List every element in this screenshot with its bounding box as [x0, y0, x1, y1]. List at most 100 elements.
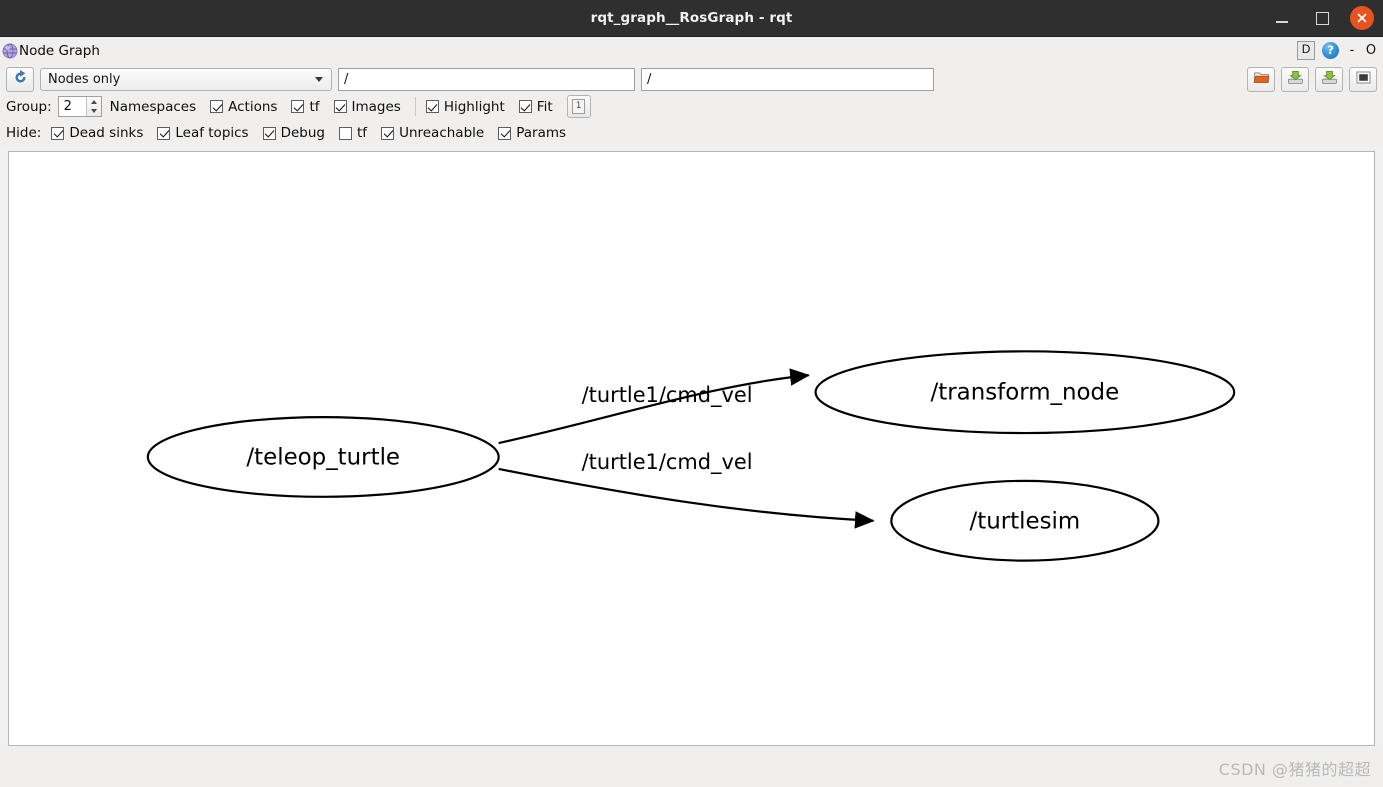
checkbox-params-label: Params — [516, 125, 567, 141]
close-icon — [1350, 6, 1374, 30]
node-transform-node-shape[interactable] — [814, 350, 1236, 435]
graph-canvas[interactable]: /turtle1/cmd_vel /turtle1/cmd_vel /teleo… — [8, 151, 1375, 746]
globe-icon — [2, 43, 18, 59]
dock-title: Node Graph — [19, 42, 100, 59]
checkbox-dead-sinks-label: Dead sinks — [69, 125, 144, 141]
node-turtlesim[interactable]: /turtlesim — [890, 479, 1160, 562]
node-filter-value: / — [647, 71, 652, 87]
checkbox-hide-tf[interactable]: tf — [339, 125, 367, 141]
checkbox-unreachable-box[interactable] — [381, 126, 395, 140]
checkbox-fit-label: Fit — [536, 98, 553, 115]
checkbox-actions[interactable]: Actions — [210, 99, 277, 115]
group-namespace-spinbox[interactable]: 2 — [57, 96, 102, 117]
checkbox-unreachable-label: Unreachable — [399, 125, 485, 141]
save-image-button[interactable] — [1349, 66, 1377, 92]
checkbox-tf-label: tf — [309, 98, 320, 115]
maximize-icon — [1315, 11, 1329, 25]
dock-settings-button[interactable]: D — [1297, 41, 1315, 60]
graph-edges — [498, 368, 875, 529]
checkbox-images[interactable]: Images — [333, 98, 401, 115]
checkbox-debug[interactable]: Debug — [262, 125, 326, 141]
refresh-button[interactable] — [6, 66, 34, 92]
graph-type-combo[interactable]: Nodes only — [40, 67, 332, 91]
group-value: 2 — [63, 99, 72, 114]
save-as-svg-button[interactable] — [1315, 66, 1343, 92]
checkbox-hide-tf-box[interactable] — [339, 126, 353, 140]
checkbox-highlight[interactable]: Highlight — [425, 98, 505, 115]
checkbox-dead-sinks-box[interactable] — [51, 126, 65, 140]
folder-icon — [1253, 70, 1270, 89]
maximize-button[interactable] — [1309, 5, 1335, 31]
checkbox-leaf-topics[interactable]: Leaf topics — [157, 125, 249, 141]
dock-float-button[interactable]: - — [1349, 43, 1355, 58]
save-disk-icon — [1287, 70, 1304, 89]
checkbox-debug-box[interactable] — [262, 126, 276, 140]
checkbox-images-box[interactable] — [333, 100, 347, 113]
node-teleop-turtle-label: /teleop_turtle — [246, 444, 400, 470]
dock-widget-header: Node Graph D ? - O — [0, 37, 1383, 64]
load-dot-button[interactable] — [1247, 66, 1275, 92]
group-options-row: Group: 2 Namespaces Actions tf Images Hi… — [0, 94, 1383, 119]
graph-toolbar: Nodes only / / — [0, 64, 1383, 94]
graph-type-value: Nodes only — [48, 71, 121, 87]
zoom-reset-button[interactable]: 1 — [566, 95, 591, 118]
window-controls — [1269, 0, 1375, 36]
checkbox-tf[interactable]: tf — [291, 98, 320, 115]
refresh-icon — [12, 69, 29, 90]
checkbox-hide-tf-label: tf — [357, 125, 368, 141]
checkbox-tf-box[interactable] — [291, 100, 305, 113]
dock-header-controls: D ? - O — [1297, 37, 1377, 64]
spinbox-arrows[interactable] — [85, 97, 101, 116]
minimize-button[interactable] — [1269, 5, 1295, 31]
minimize-icon — [1276, 20, 1288, 23]
window-title: rqt_graph__RosGraph - rqt — [590, 10, 793, 26]
image-icon — [1355, 70, 1372, 89]
window-titlebar: rqt_graph__RosGraph - rqt — [0, 0, 1383, 37]
node-turtlesim-label: /turtlesim — [970, 508, 1081, 534]
checkbox-dead-sinks[interactable]: Dead sinks — [51, 125, 143, 141]
hide-label: Hide: — [6, 125, 42, 141]
checkbox-leaf-topics-box[interactable] — [157, 126, 171, 140]
checkbox-leaf-topics-label: Leaf topics — [175, 125, 249, 141]
edge-teleop-to-transform[interactable] — [498, 368, 810, 445]
node-teleop-turtle[interactable]: /teleop_turtle — [146, 416, 500, 498]
chevron-down-icon[interactable] — [90, 109, 97, 114]
namespaces-label: Namespaces — [109, 98, 197, 115]
node-filter-input[interactable]: / — [641, 67, 934, 91]
node-transform-node-label: /transform_node — [931, 380, 1120, 406]
checkbox-highlight-box[interactable] — [425, 100, 439, 113]
save-dot-button[interactable] — [1281, 66, 1309, 92]
dock-close-button[interactable]: O — [1365, 43, 1377, 58]
group-label: Group: — [6, 98, 52, 115]
toolbar-right-buttons — [1247, 66, 1377, 92]
checkbox-images-label: Images — [351, 98, 401, 115]
checkbox-fit[interactable]: Fit — [518, 98, 553, 115]
checkbox-unreachable[interactable]: Unreachable — [381, 125, 484, 141]
checkbox-debug-label: Debug — [280, 125, 326, 141]
close-button[interactable] — [1349, 5, 1375, 31]
ros-node-graph[interactable]: /turtle1/cmd_vel /turtle1/cmd_vel /teleo… — [9, 152, 1374, 745]
checkbox-actions-box[interactable] — [210, 100, 224, 113]
dock-title-group: Node Graph — [2, 43, 100, 59]
help-icon[interactable]: ? — [1322, 42, 1339, 59]
chevron-up-icon[interactable] — [90, 99, 97, 104]
checkbox-fit-box[interactable] — [518, 100, 532, 113]
chevron-down-icon — [315, 77, 323, 82]
checkbox-actions-label: Actions — [228, 98, 278, 115]
topic-filter-value: / — [344, 71, 349, 87]
topic-filter-input[interactable]: / — [338, 67, 635, 91]
edge-teleop-to-turtlesim[interactable] — [498, 467, 875, 529]
node-transform-node[interactable]: /transform_node — [814, 350, 1236, 435]
toolbar-separator — [414, 97, 416, 116]
checkbox-params[interactable]: Params — [498, 125, 566, 141]
edge-label-cmd-vel-transform: /turtle1/cmd_vel — [582, 383, 753, 407]
node-teleop-turtle-shape[interactable] — [146, 416, 500, 498]
watermark-text: CSDN @猪猪的超超 — [1218, 760, 1371, 779]
checkbox-highlight-label: Highlight — [443, 98, 505, 115]
edge-label-cmd-vel-turtlesim: /turtle1/cmd_vel — [582, 450, 753, 474]
node-turtlesim-shape[interactable] — [890, 479, 1160, 562]
save-disk-icon — [1321, 70, 1338, 89]
checkbox-params-box[interactable] — [498, 126, 512, 140]
graph-nodes: /teleop_turtle /transform_node /turtlesi… — [146, 350, 1236, 562]
